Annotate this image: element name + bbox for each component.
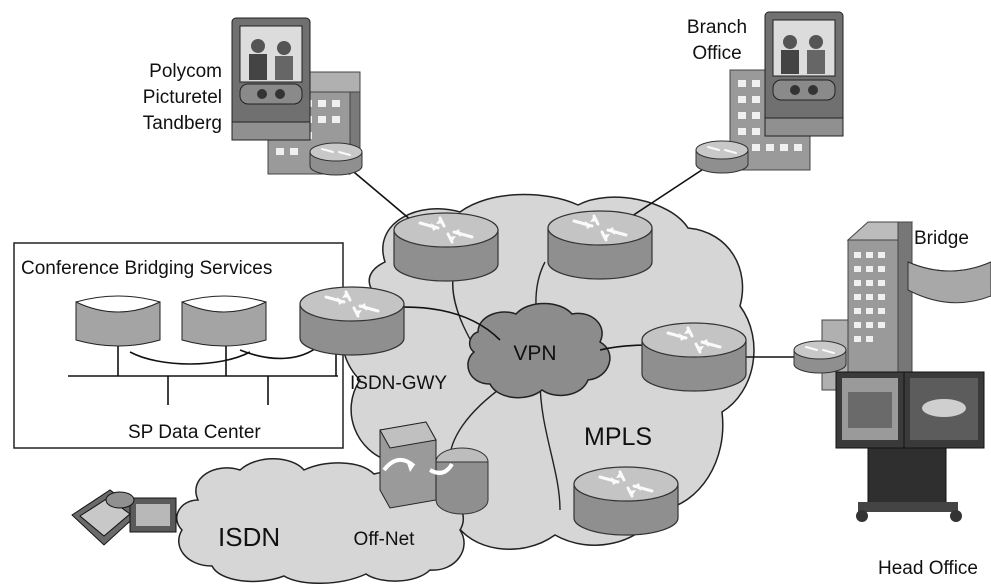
conference-bridging-box [13,242,344,449]
vpn-label: VPN [513,342,556,365]
mpls-label: MPLS [584,423,652,451]
telepresence-system [835,371,985,522]
video-endpoint-left [231,17,311,141]
vpn-cloud [467,302,611,399]
router-cloud-top-left [392,211,500,283]
branch-office-label-2: Office [692,43,741,64]
router-head-office [793,340,847,374]
video-endpoint-right [764,11,844,137]
endpoint-vendor-1: Polycom [149,61,222,82]
router-branch-right [695,140,749,174]
router-branch-left [309,142,363,176]
router-cloud-bottom [572,465,680,537]
sp-data-center-label: SP Data Center [128,422,261,443]
router-cloud-right [640,321,748,393]
endpoint-vendor-2: Picturetel [143,87,222,108]
isdn-label: ISDN [218,522,280,552]
bridge-label: Bridge [914,228,969,249]
router-isdn-gateway [298,285,406,357]
media-server-2 [181,295,267,347]
router-cloud-top-right [546,209,654,281]
isdn-gwy-label: ISDN-GWY [350,373,447,394]
endpoint-vendor-3: Tandberg [143,113,222,134]
branch-office-label-1: Branch [687,17,747,38]
media-server-1 [75,295,161,347]
off-net-gateway [379,421,489,515]
isdn-endpoint-devices [71,489,177,546]
head-office-label: Head Office [878,558,978,579]
conference-bridging-label: Conference Bridging Services [21,258,272,279]
bridge-device [907,261,991,304]
off-net-label: Off-Net [354,529,416,550]
